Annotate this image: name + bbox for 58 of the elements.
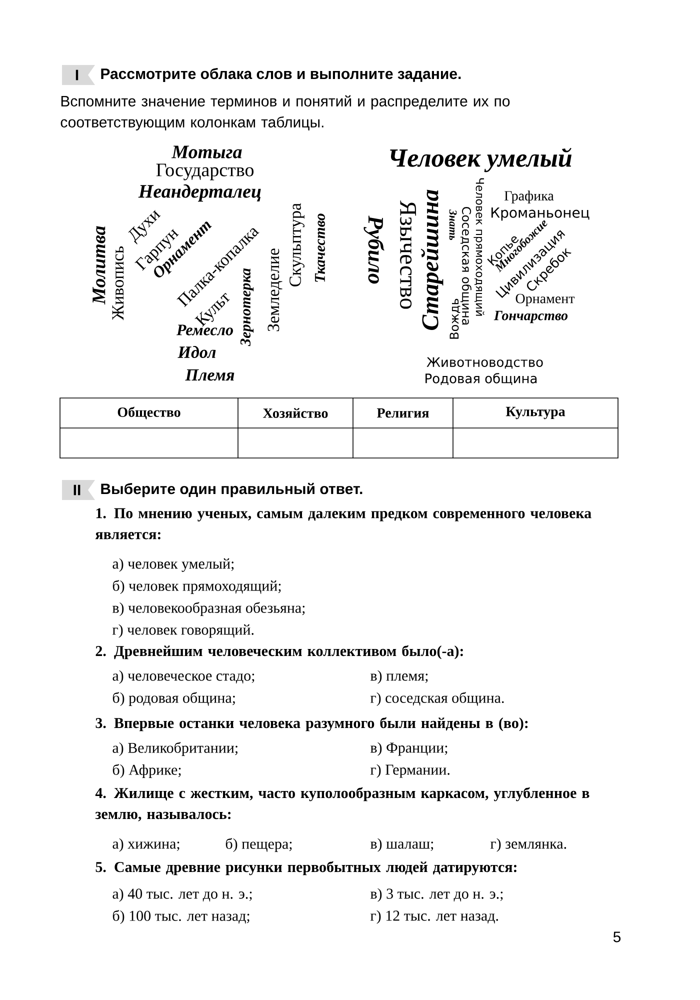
answer-option: а) хижина; [112,838,180,852]
answer-option: а) 40 тыс. лет до н. э.; [112,888,252,902]
question-text: 4. Жилище с жестким, часто куполообразным каркасом, углубленное в землю, называлось: [95,787,590,822]
cloud-word: Государство [156,164,254,180]
cloud-word: Ткачество [315,214,325,282]
answer-option: г) человек говорящий. [112,624,254,638]
answer-option: а) человеческое стадо; [112,670,254,684]
section-marker: I [76,70,78,80]
cloud-word: Соседская община [460,207,472,325]
answer-option: в) человекообразная обезьяна; [112,602,305,616]
answer-option: б) родовая община; [112,692,235,706]
column-header: Хозяйство [263,408,328,418]
instruction-text: Вспомните значение терминов и понятий и распределите их по соответствующим колонкам таблицы. [60,95,510,130]
section-marker: II [74,484,80,496]
page-number: 5 [613,932,621,942]
question-text: 2. Древнейшим человеческим коллективом было(-а): [96,645,463,660]
cloud-word: Язычество [400,200,416,309]
cloud-word: Рубило [364,216,384,284]
answer-option: б) человек прямоходящий; [112,580,281,594]
question-text: 3. Впервые останки человека разумного были найдены в (во): [96,717,528,732]
column-header: Религия [376,408,429,418]
answer-option: б) Африке; [112,764,181,778]
cloud-word: Мотыга [171,146,242,158]
task-heading: Рассмотрите облака слов и выполните задание. [101,68,461,82]
question-text: 1. По мнению ученых, самым далеким предком современного человека является: [95,508,592,540]
cloud-word: Неандерталец [138,184,261,202]
cloud-word: Родовая община [426,373,537,385]
task-heading: Выберите один правильный ответ. [101,482,362,498]
cloud-word: Молитва [92,226,106,305]
cloud-word: Гончарство [494,310,568,324]
column-header: Общество [118,406,180,420]
answer-option: в) Франции; [370,742,448,756]
answer-option: г) Германии. [370,764,450,778]
cloud-word: Живопись [112,246,124,320]
cloud-word: Человек прямоходящий [474,178,484,316]
column-header: Культура [506,406,566,420]
answer-option: в) 3 тыс. лет до н. э.; [370,888,503,902]
cloud-word: Земледелие [268,248,282,332]
answer-option: б) 100 тыс. лет назад; [112,910,250,924]
answer-option: а) человек умелый; [112,558,234,572]
answer-option: в) шалаш; [370,838,434,852]
answer-option: а) Великобритании; [112,742,238,756]
cloud-word: Скульптура [290,203,304,286]
cloud-word: Человек умелый [390,148,572,172]
question-text: 5. Самые древние рисунки первобытных людей датируются: [96,861,516,876]
cloud-word: Животноводство [426,357,543,369]
answer-option: г) 12 тыс. лет назад. [370,910,498,924]
cloud-word: Старейшина [420,190,444,330]
answer-option: б) пещера; [226,838,292,852]
cloud-word: Графика [504,190,554,204]
cloud-word: Вождь [450,298,460,339]
answer-option: в) племя; [370,670,428,684]
cloud-word: Кроманьонец [491,207,590,221]
cloud-word: Знать [449,210,457,240]
cloud-word: Племя [185,369,234,381]
answer-option: г) землянка. [490,838,566,852]
cloud-word: Идол [178,346,216,358]
answer-option: г) соседская община. [370,692,504,706]
